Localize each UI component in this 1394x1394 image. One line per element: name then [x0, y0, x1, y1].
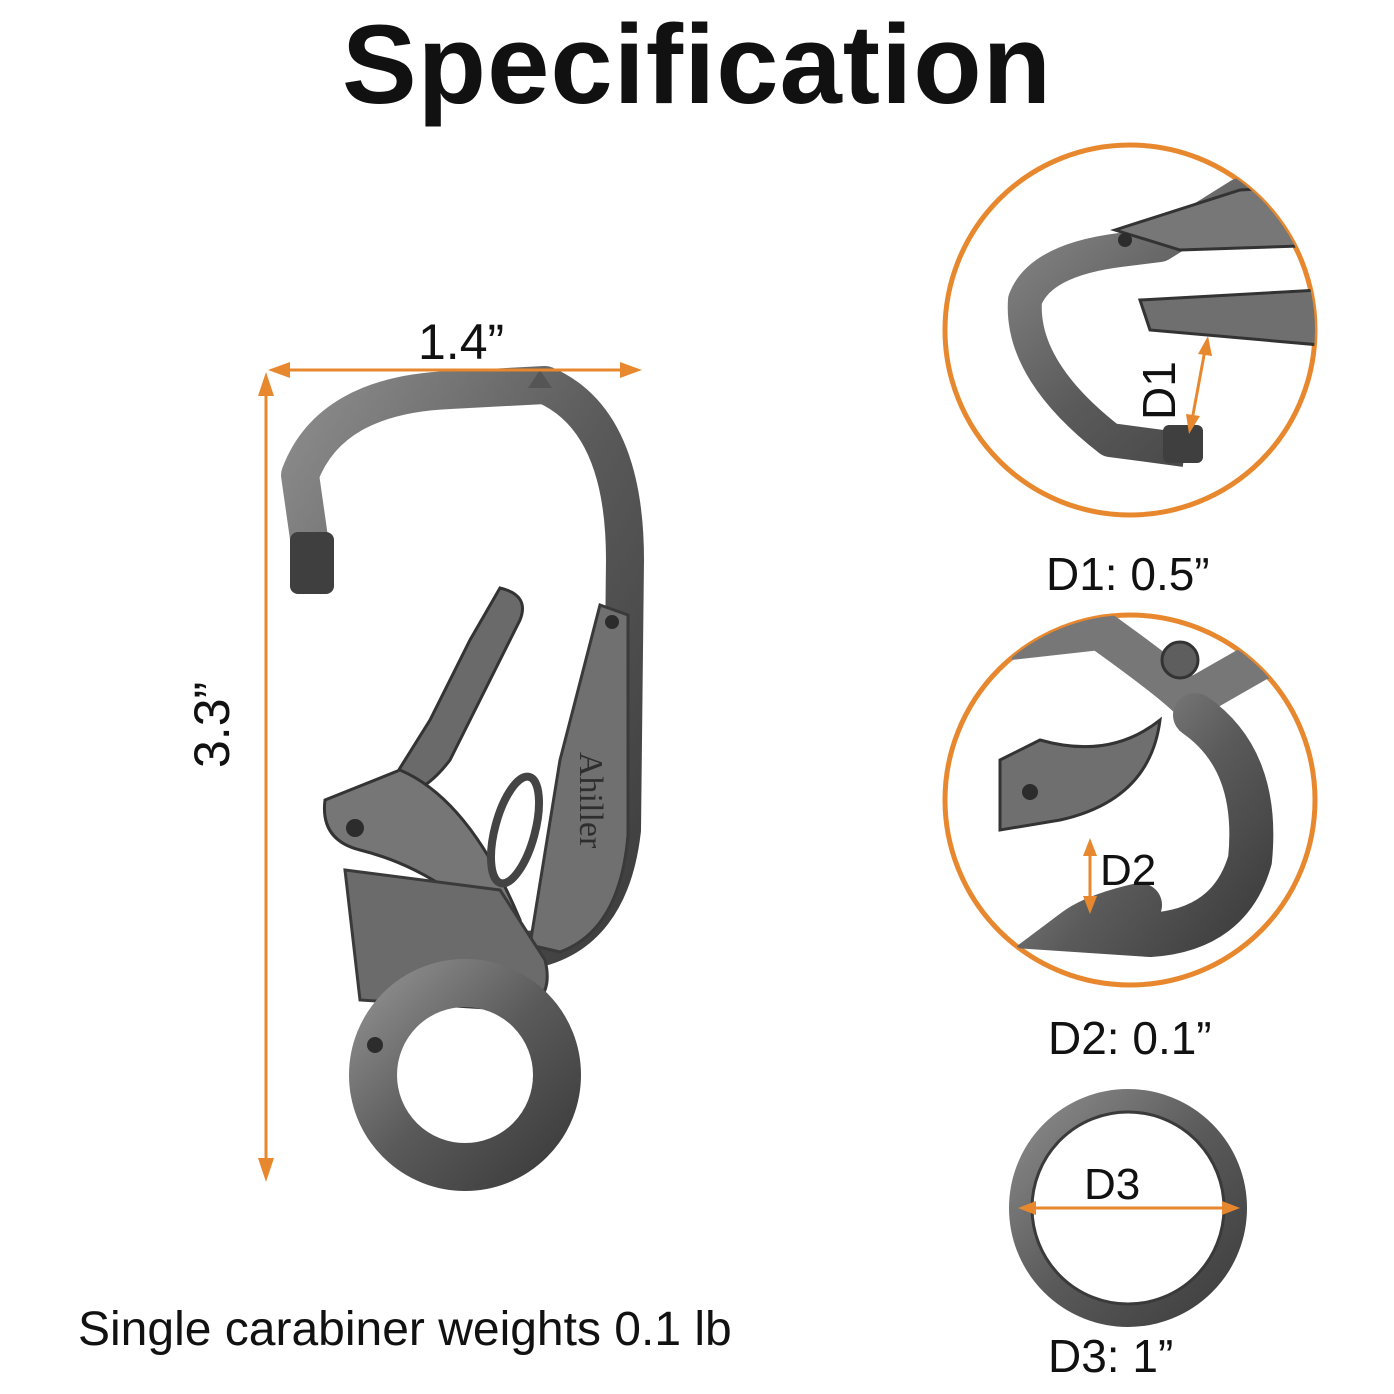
hook-tip — [290, 532, 334, 594]
height-dimension-arrow — [258, 372, 274, 1182]
detail-circle-d1 — [942, 142, 1318, 518]
gate-slot — [487, 772, 543, 888]
d3-marker: D3 — [1084, 1160, 1141, 1209]
carabiner-ring — [349, 959, 581, 1191]
width-dimension-arrow — [268, 362, 642, 378]
height-label: 3.3” — [184, 681, 240, 768]
carabiner-main-image — [281, 366, 644, 1191]
split-ring-d3 — [1009, 1089, 1247, 1327]
width-label: 1.4” — [418, 314, 505, 370]
carabiner-gate — [377, 586, 524, 802]
detail-circle-d2 — [942, 612, 1318, 988]
d3-caption: D3: 1” — [1048, 1330, 1174, 1382]
weight-note: Single carabiner weights 0.1 lb — [78, 1303, 732, 1356]
brand-engraving-icon: Ahiller — [572, 752, 609, 849]
d2-marker: D2 — [1100, 846, 1157, 895]
d1-marker: D1 — [1133, 361, 1185, 420]
d1-caption: D1: 0.5” — [1046, 548, 1210, 600]
page-title: Specification — [341, 2, 1053, 127]
d2-caption: D2: 0.1” — [1048, 1012, 1212, 1064]
ring-rivet — [367, 1037, 383, 1053]
pivot-rivet-upper — [346, 819, 364, 837]
side-plate — [528, 603, 630, 954]
plate-rivet — [605, 615, 619, 629]
top-notch — [528, 370, 552, 388]
